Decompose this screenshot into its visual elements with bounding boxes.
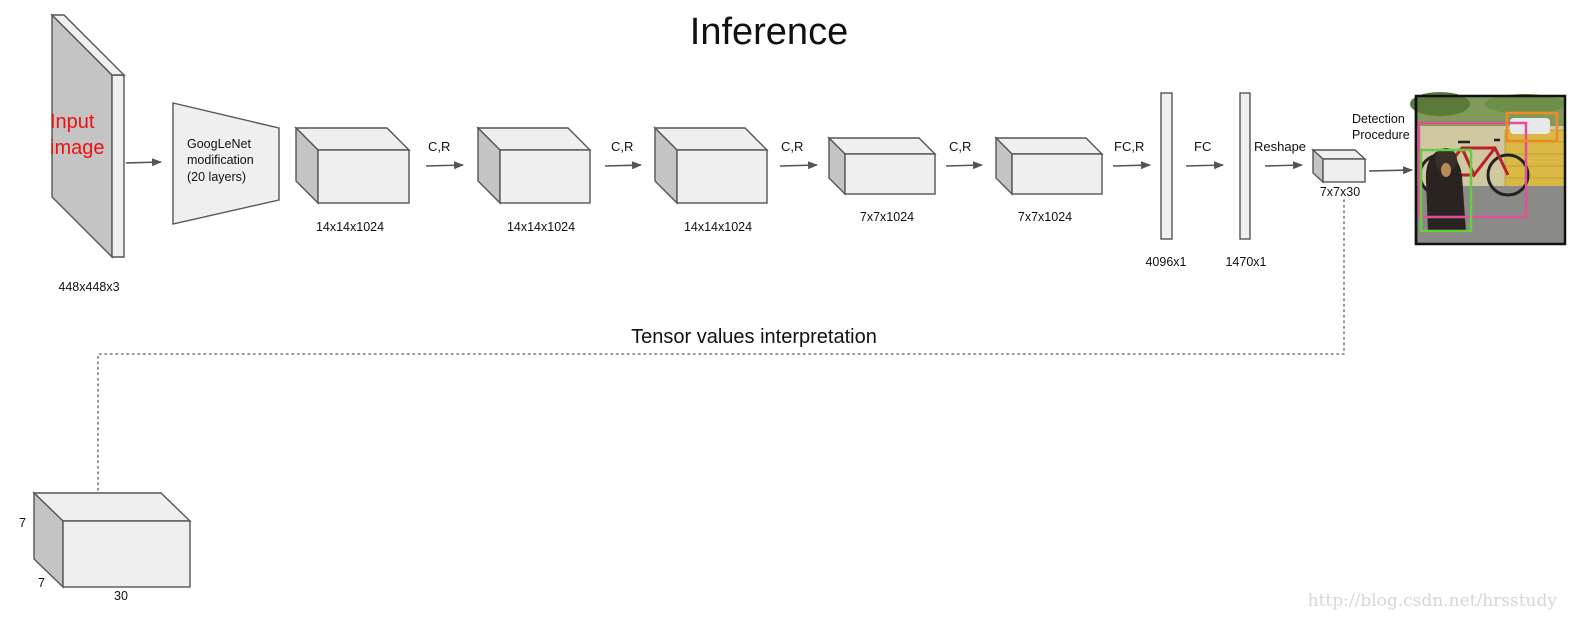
arrow-5: [1112, 161, 1151, 170]
watermark-url: http://blog.csdn.net/hrsstudy: [1308, 591, 1558, 611]
op-label-7: Reshape: [1254, 139, 1306, 154]
interpretation-dotted-connector: [97, 199, 1345, 493]
detection-box-car: [1505, 111, 1559, 143]
googlenet-block: [172, 102, 280, 225]
conv-block-5: [994, 136, 1104, 196]
conv-block-2: [476, 126, 592, 205]
arrow-4: [945, 161, 983, 170]
conv-block-4-size: 7x7x1024: [860, 210, 914, 224]
fc-layer-1-size: 4096x1: [1145, 255, 1186, 269]
input-image-label-line2: image: [50, 137, 104, 159]
conv-block-1-size: 14x14x1024: [316, 220, 384, 234]
interpretation-dim-height: 7: [19, 516, 26, 530]
fc-layer-1: [1160, 92, 1173, 240]
arrow-6: [1185, 161, 1224, 170]
conv-block-3: [653, 126, 769, 205]
conv-block-3-size: 14x14x1024: [684, 220, 752, 234]
arrow-to-detection: [1368, 166, 1413, 175]
googlenet-label-line2: modification: [187, 153, 254, 167]
op-label-6: FC: [1194, 139, 1211, 154]
googlenet-label-line3: (20 layers): [187, 170, 246, 184]
googlenet-label-line1: GoogLeNet: [187, 137, 251, 151]
fc-layer-2-size: 1470x1: [1225, 255, 1266, 269]
op-label-3: C,R: [781, 139, 803, 154]
arrow-7: [1264, 161, 1303, 170]
conv-block-1: [294, 126, 411, 205]
output-tensor-cube: [1311, 148, 1367, 184]
detection-box-bicycle: [1417, 121, 1528, 219]
op-label-2: C,R: [611, 139, 633, 154]
arrow-input-to-googlenet: [125, 158, 162, 167]
arrow-3: [779, 161, 818, 170]
interpretation-dim-width: 30: [114, 589, 128, 603]
interpretation-tensor-cube: [32, 491, 192, 589]
input-image-label-line1: Input: [50, 111, 95, 133]
interpretation-title: Tensor values interpretation: [631, 326, 877, 348]
detection-result-image: [1410, 92, 1567, 246]
input-image-slab: [50, 13, 126, 259]
detection-box-dog: [1419, 148, 1473, 233]
detection-label-line2: Procedure: [1352, 128, 1410, 142]
fc-layer-2: [1239, 92, 1251, 240]
op-label-4: C,R: [949, 139, 971, 154]
input-size-label: 448x448x3: [58, 280, 119, 294]
diagram-title: Inference: [690, 11, 848, 53]
arrow-1: [425, 161, 464, 170]
op-label-5: FC,R: [1114, 139, 1144, 154]
conv-block-5-size: 7x7x1024: [1018, 210, 1072, 224]
detection-label-line1: Detection: [1352, 112, 1405, 126]
op-label-1: C,R: [428, 139, 450, 154]
interpretation-dim-depth: 7: [38, 576, 45, 590]
arrow-2: [604, 161, 642, 170]
output-tensor-size: 7x7x30: [1320, 185, 1360, 199]
conv-block-2-size: 14x14x1024: [507, 220, 575, 234]
conv-block-4: [827, 136, 937, 196]
